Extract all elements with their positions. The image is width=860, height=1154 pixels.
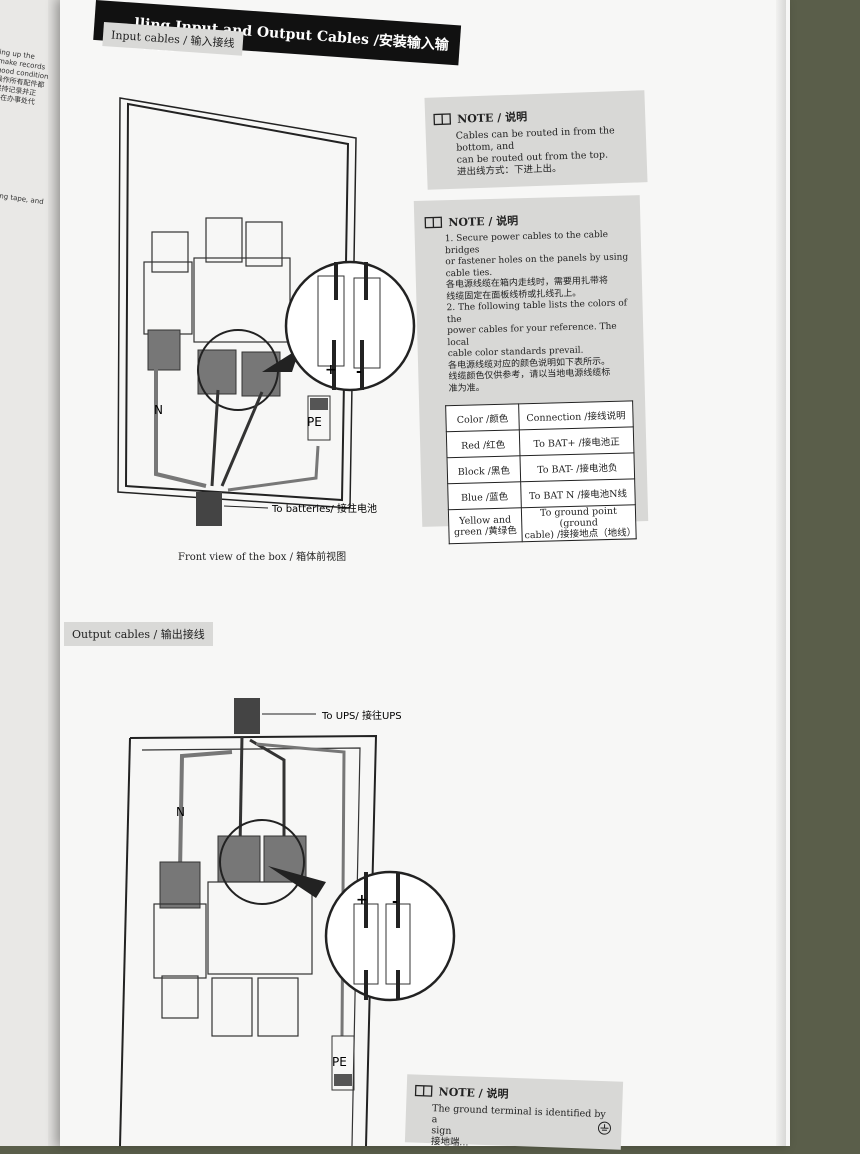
ground-symbol-icon [597,1121,611,1135]
book-icon [414,1085,432,1098]
note-box-3: NOTE / 说明 The ground terminal is identif… [405,1074,623,1149]
neutral-label: N [176,805,185,819]
note-title: NOTE / 说明 [438,1083,508,1101]
note-header: NOTE / 说明 [414,1083,614,1106]
plus-label: + [356,892,368,908]
main-breaker [208,836,312,1036]
minus-label: - [392,894,398,910]
zoom-detail [326,872,454,1000]
left-breaker [154,862,206,1018]
pe-label: PE [332,1055,347,1069]
cable-gland [234,698,260,734]
ups-callout: To UPS/ 接往UPS [321,709,402,722]
